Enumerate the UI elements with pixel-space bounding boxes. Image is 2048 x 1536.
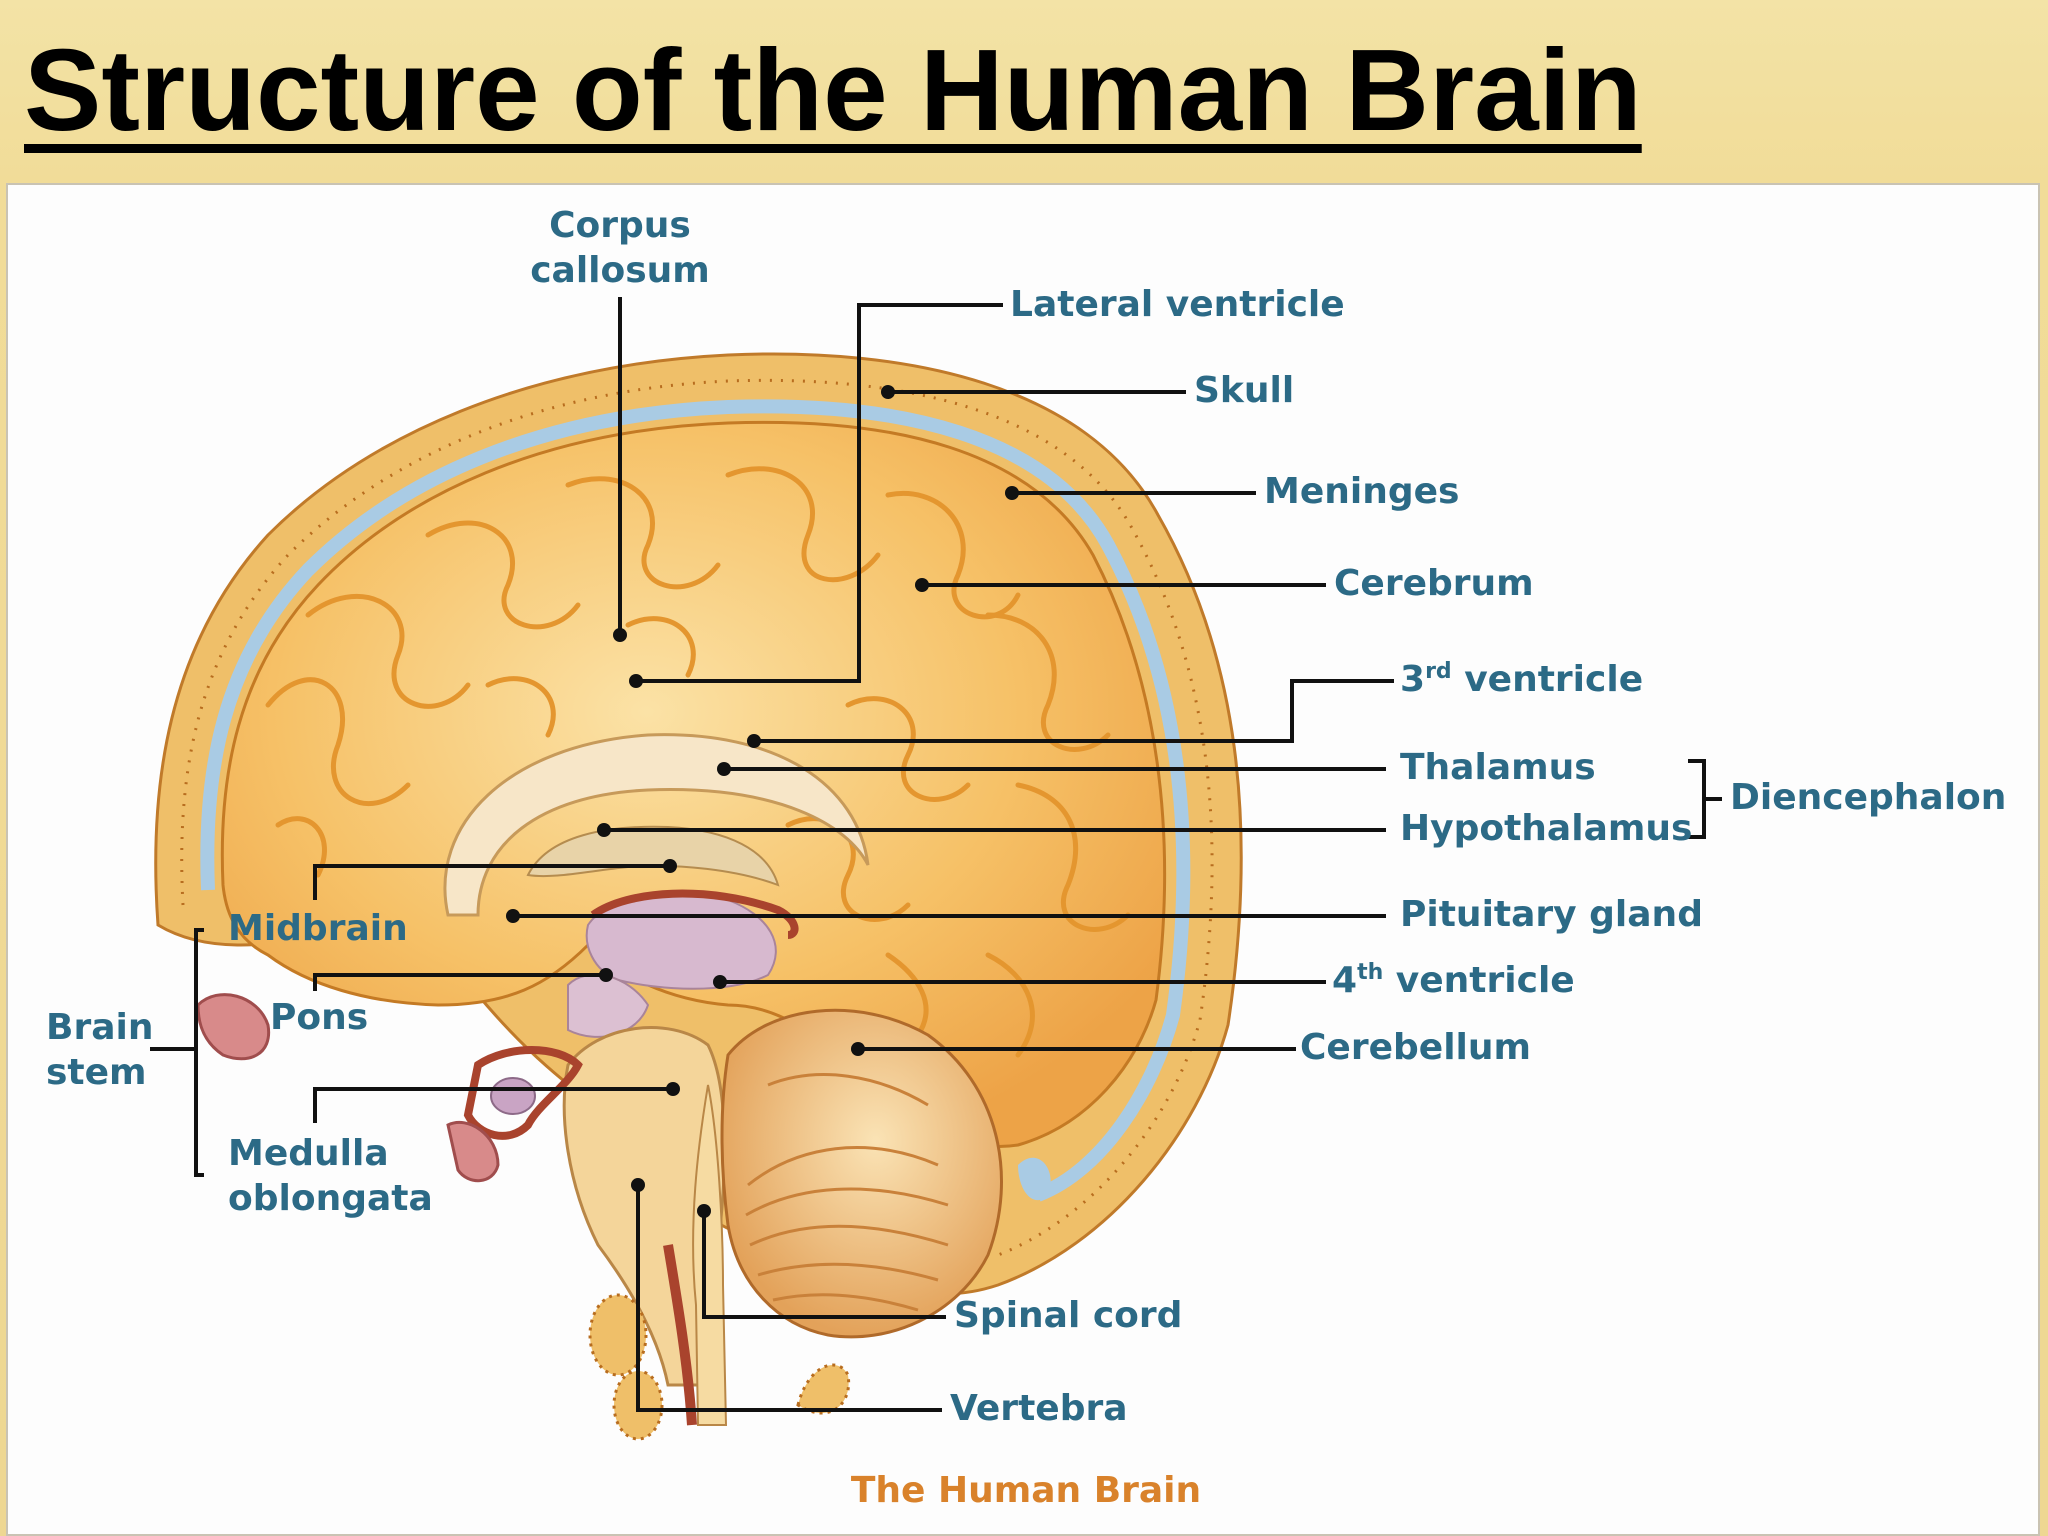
leader-lateral-ventricle — [636, 303, 1003, 683]
dot-medulla — [666, 1082, 680, 1096]
label-third-ventricle-sup: rd — [1425, 659, 1452, 684]
cerebellum-shape — [720, 1008, 1003, 1339]
label-meninges: Meninges — [1264, 471, 1459, 512]
leader-midbrain — [313, 864, 670, 900]
label-corpus-callosum-line2: callosum — [530, 250, 710, 291]
vertebra-shape — [588, 1293, 851, 1441]
label-hypothalamus: Hypothalamus — [1400, 808, 1692, 849]
label-fourth-ventricle-text: ventricle — [1383, 960, 1574, 1001]
dot-midbrain — [663, 859, 677, 873]
leader-lines — [150, 297, 1722, 1412]
cerebellum-folds — [745, 1073, 949, 1312]
pituitary-shape — [490, 1077, 536, 1115]
label-fourth-ventricle: 4th ventricle — [1332, 960, 1575, 1001]
label-brain-stem-line2: stem — [46, 1052, 147, 1093]
label-medulla-line1: Medulla — [228, 1133, 389, 1174]
dot-pons — [599, 968, 613, 982]
label-third-ventricle-num: 3 — [1400, 659, 1425, 700]
fourth-ventricle-shape — [1018, 1157, 1051, 1201]
dot-hypothalamus — [597, 823, 611, 837]
dot-cerebellum — [851, 1042, 865, 1056]
third-ventricle-shape — [590, 889, 799, 939]
dot-vertebra — [631, 1178, 645, 1192]
label-thalamus: Thalamus — [1400, 747, 1596, 788]
dot-skull — [881, 385, 895, 399]
dot-pituitary — [506, 909, 520, 923]
label-vertebra: Vertebra — [950, 1388, 1128, 1429]
dot-corpus-callosum — [613, 628, 627, 642]
nasal-shape — [196, 993, 271, 1061]
label-pons: Pons — [270, 997, 368, 1038]
meninges-layer — [200, 399, 1191, 1202]
esophagus-shape — [663, 1244, 697, 1426]
label-fourth-ventricle-num: 4 — [1332, 960, 1357, 1001]
leader-diencephalon-brace — [1688, 759, 1722, 839]
label-spinal-cord: Spinal cord — [954, 1295, 1182, 1336]
label-corpus-callosum-line1: Corpus — [549, 205, 691, 246]
label-cerebrum: Cerebrum — [1334, 563, 1534, 604]
label-fourth-ventricle-sup: th — [1357, 960, 1383, 985]
label-cerebellum: Cerebellum — [1300, 1027, 1531, 1068]
dot-meninges — [1005, 486, 1019, 500]
brain-diagram: Corpus callosum Lateral ventricle Skull … — [46, 205, 2006, 1511]
label-medulla-line2: oblongata — [228, 1178, 433, 1219]
leader-pons — [313, 973, 606, 991]
figure-caption: The Human Brain — [851, 1470, 1201, 1511]
leader-brain-stem-brace — [150, 928, 204, 1177]
label-midbrain: Midbrain — [228, 908, 408, 949]
sinus-shape — [463, 1046, 583, 1140]
leader-spinal-cord — [702, 1211, 946, 1319]
label-lateral-ventricle: Lateral ventricle — [1010, 284, 1345, 325]
page-title: Structure of the Human Brain — [24, 25, 1642, 155]
dot-lateral-ventricle — [629, 674, 643, 688]
dot-third-ventricle — [747, 734, 761, 748]
label-brain-stem-line1: Brain — [46, 1007, 153, 1048]
label-third-ventricle-text: ventricle — [1452, 659, 1643, 700]
label-diencephalon: Diencephalon — [1730, 777, 2006, 818]
label-third-ventricle: 3rd ventricle — [1400, 659, 1643, 700]
diagram-panel: Corpus callosum Lateral ventricle Skull … — [6, 183, 2040, 1536]
spinal-cord-shape — [692, 1084, 728, 1426]
label-skull: Skull — [1194, 370, 1294, 411]
dot-fourth-ventricle — [713, 975, 727, 989]
leader-medulla — [313, 1087, 673, 1123]
label-pituitary-gland: Pituitary gland — [1400, 894, 1703, 935]
cerebrum-folds — [265, 466, 1131, 1058]
leader-third-ventricle — [754, 679, 1394, 743]
dot-thalamus — [717, 762, 731, 776]
corpus-callosum-shape — [443, 733, 870, 917]
ear-shape — [446, 1120, 500, 1183]
dot-spinal-cord — [697, 1204, 711, 1218]
leader-vertebra — [636, 1185, 942, 1412]
dot-cerebrum — [915, 578, 929, 592]
